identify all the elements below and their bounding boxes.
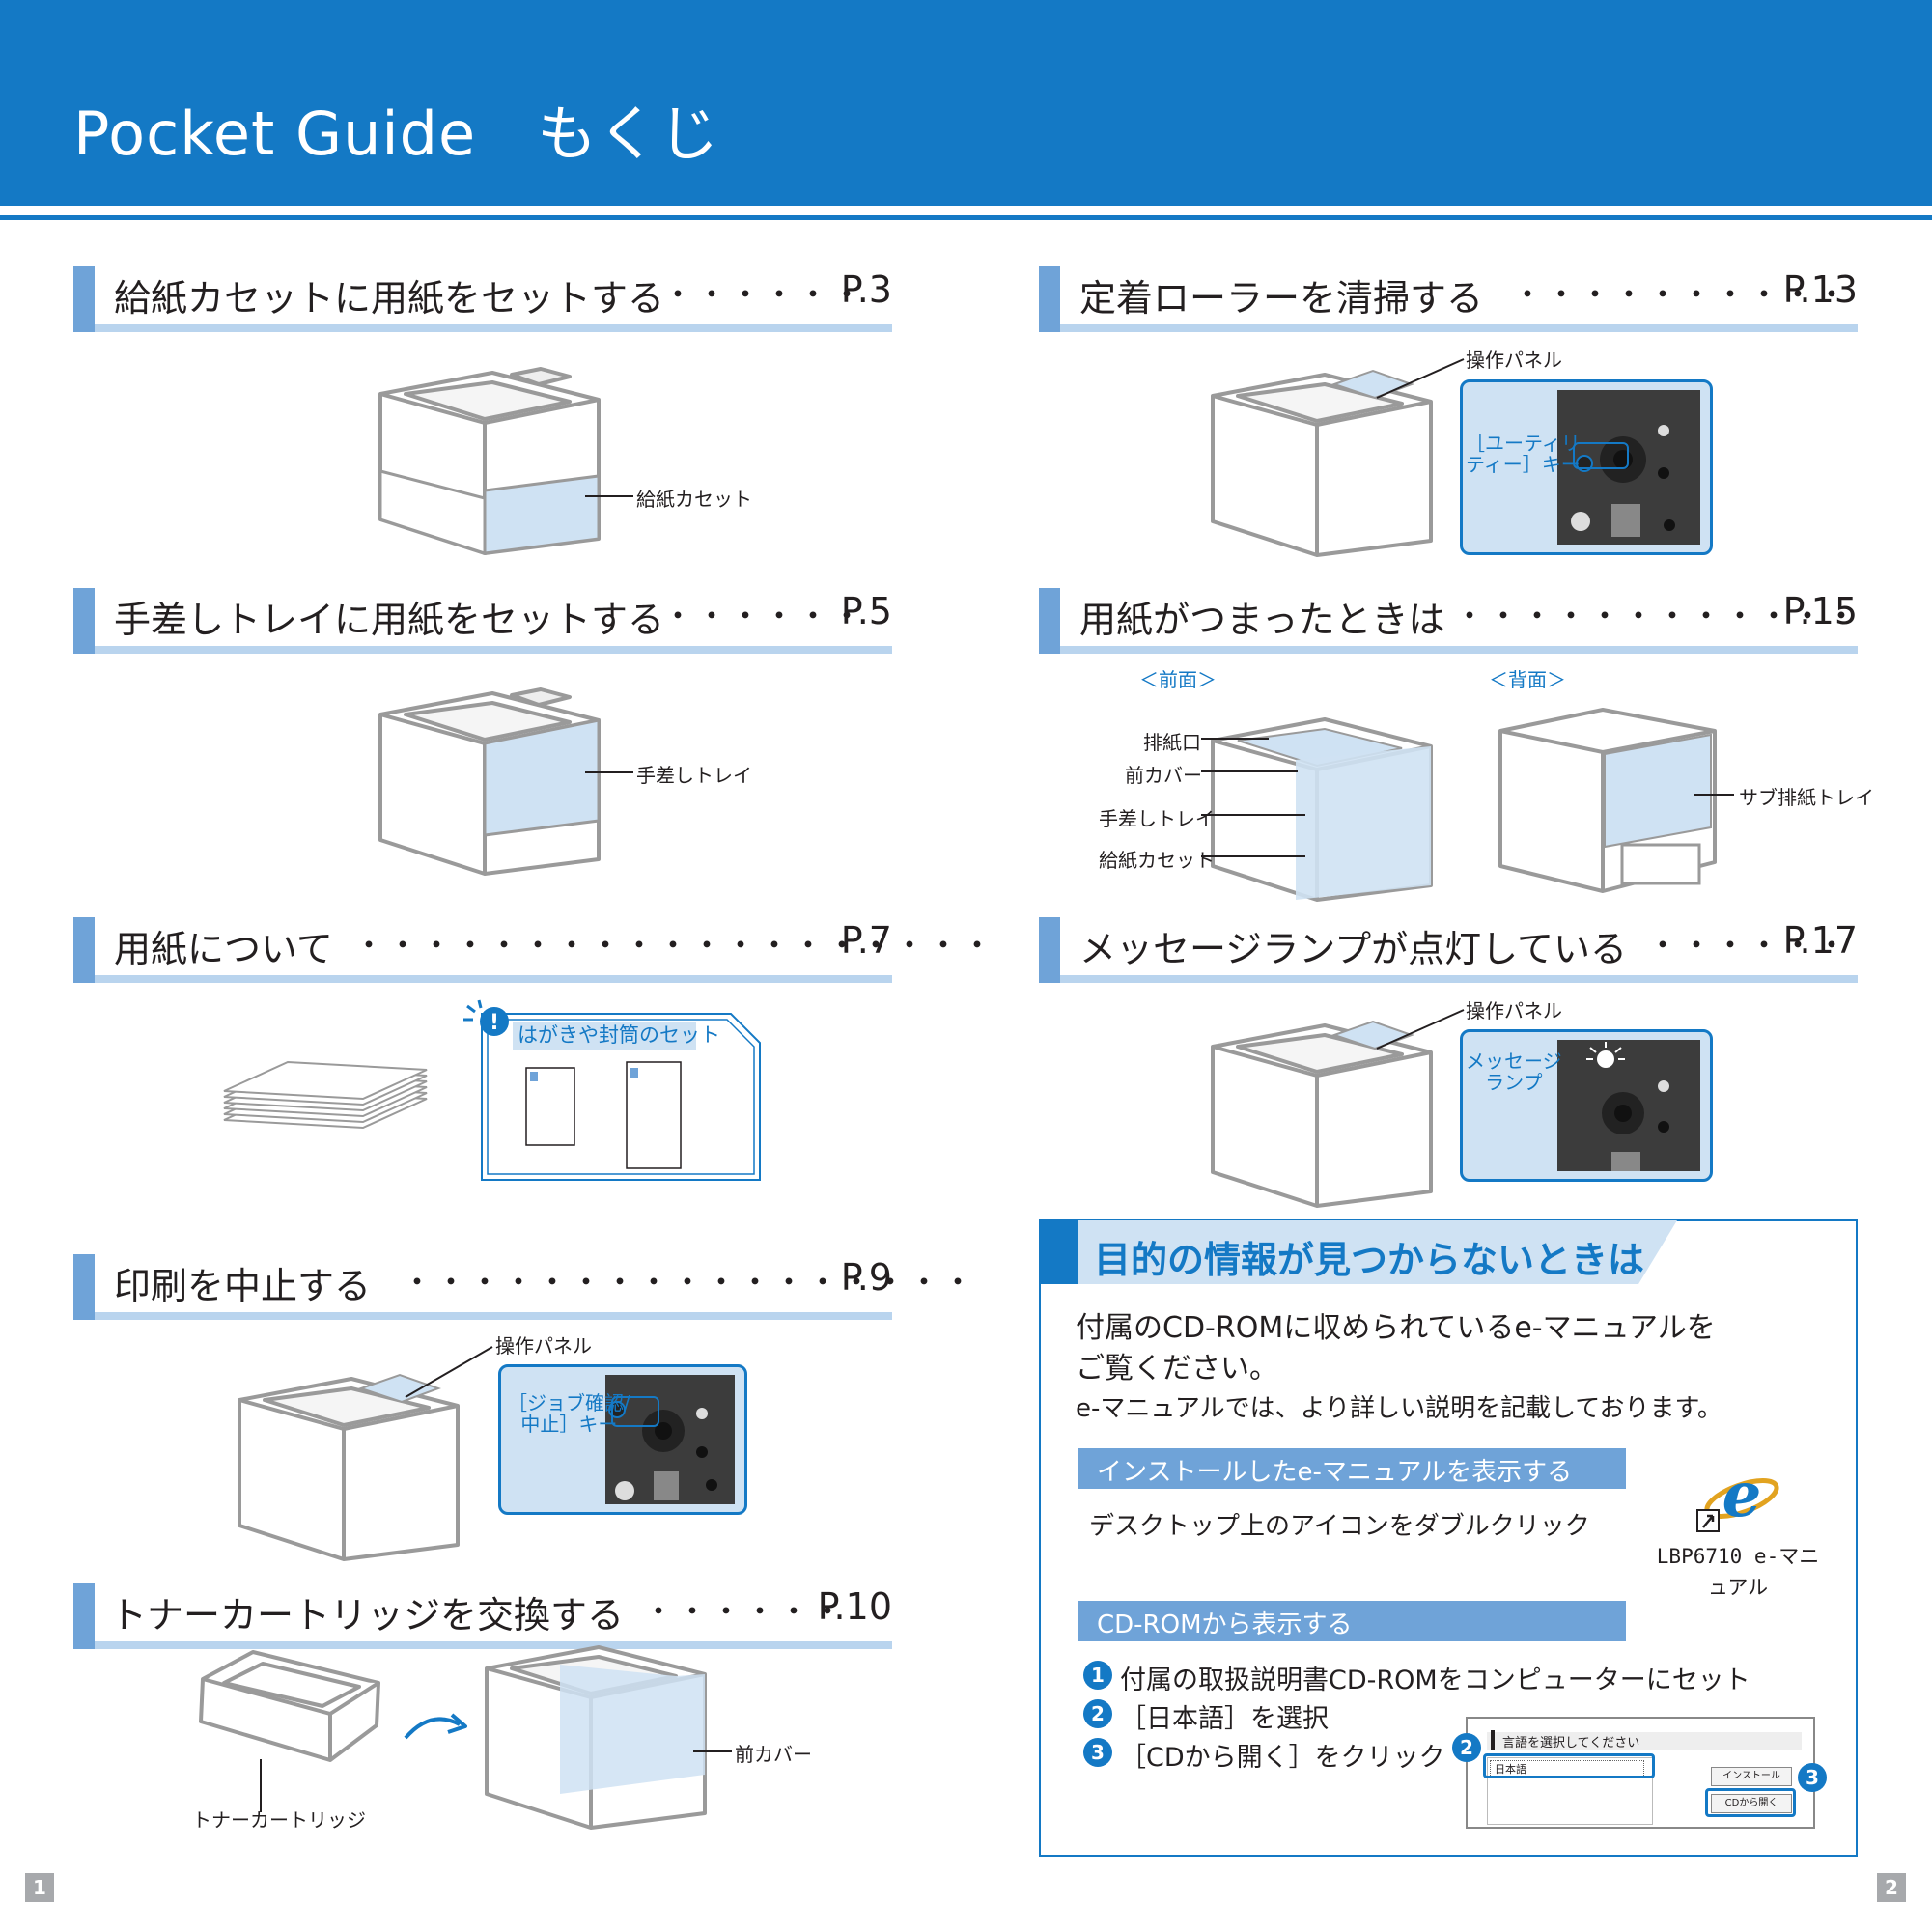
printer-illustration-fixing — [1211, 369, 1433, 557]
section-heading-message-lamp: メッセージランプが点灯している ・・・・・・ P.17 — [1039, 917, 1858, 983]
install-button[interactable]: インストール — [1711, 1767, 1792, 1786]
label-cassette-p15: 給紙カセット — [1099, 849, 1215, 872]
desktop-icon-instruction: デスクトップ上のアイコンをダブルクリック — [1089, 1512, 1590, 1541]
language-list[interactable]: 日本語 — [1487, 1757, 1653, 1825]
open-button-highlight — [1705, 1788, 1796, 1817]
toner-cartridge-illustration — [199, 1650, 380, 1762]
section-heading-cancel-print: 印刷を中止する ・・・・・・・・・・・・・・・・・ P.9 — [73, 1254, 973, 1320]
section-heading-paper-jam: 用紙がつまったときは ・・・・・・・・・・・・ P.15 — [1039, 588, 1858, 654]
control-panel-callout — [498, 1364, 747, 1515]
label-front-view: ＜前面＞ — [1139, 668, 1217, 691]
ie-desktop-icon[interactable]: e — [1695, 1456, 1780, 1537]
leader-line — [1201, 855, 1305, 857]
page-number-right: 2 — [1877, 1873, 1906, 1902]
svg-text:e: e — [1722, 1459, 1762, 1531]
header-banner: Pocket Guide もくじ — [0, 0, 1932, 206]
section-heading-paper-cassette: 給紙カセットに用紙をセットする ・・・・・・ P.3 — [73, 266, 892, 332]
page-number-left: 1 — [25, 1873, 54, 1902]
printer-illustration-cassette — [378, 367, 601, 556]
printer-illustration-toner — [485, 1645, 707, 1830]
label-control-panel-p13: 操作パネル — [1466, 349, 1562, 372]
arrow-icon — [404, 1713, 467, 1740]
label-control-panel: 操作パネル — [495, 1334, 592, 1358]
label-message-lamp: メッセージランプ — [1466, 1050, 1562, 1094]
label-sub-tray: サブ排紙トレイ — [1739, 786, 1874, 809]
control-panel-image — [1557, 1040, 1700, 1171]
sub-heading-installed: インストールしたe-マニュアルを表示する — [1078, 1448, 1626, 1489]
step-1-text: 付属の取扱説明書CD-ROMをコンピューターにセット — [1120, 1666, 1750, 1695]
sub-heading-cdrom: CD-ROMから表示する — [1078, 1601, 1626, 1641]
info-note: e-マニュアルでは、より詳しい説明を記載しております。 — [1076, 1394, 1722, 1423]
info-heading: 目的の情報が見つからないときは — [1094, 1239, 1645, 1281]
label-manual-tray: 手差しトレイ — [636, 764, 752, 787]
leader-line — [1201, 814, 1305, 816]
leader-line — [1201, 770, 1298, 772]
label-cassette: 給紙カセット — [636, 488, 752, 511]
step-3-text: ［CDから開く］をクリック — [1120, 1743, 1445, 1773]
control-panel-callout-p13 — [1460, 379, 1713, 555]
leader-line — [693, 1750, 732, 1752]
info-lead-2: ご覧ください。 — [1076, 1352, 1278, 1386]
leader-line — [260, 1759, 262, 1812]
label-back-view: ＜背面＞ — [1489, 668, 1566, 691]
paper-stack-illustration — [223, 1060, 428, 1130]
desktop-icon-label: LBP6710 e-マニュアル — [1656, 1545, 1820, 1599]
tip-title: はがきや封筒のセット — [518, 1023, 720, 1047]
leader-line — [1694, 794, 1734, 796]
step-2-text: ［日本語］を選択 — [1120, 1704, 1329, 1734]
step-3-badge: 3 — [1083, 1738, 1112, 1767]
exclamation-icon: ! — [463, 999, 509, 1036]
step-1-badge: 1 — [1083, 1661, 1112, 1690]
leader-line — [405, 1346, 493, 1398]
dialog-title: 言語を選択してください — [1502, 1736, 1640, 1750]
printer-illustration-message — [1211, 1020, 1433, 1208]
label-front-cover-p15: 前カバー — [1125, 764, 1202, 787]
info-lead-1: 付属のCD-ROMに収められているe-マニュアルを — [1076, 1311, 1716, 1345]
label-toner: トナーカートリッジ — [192, 1808, 366, 1832]
label-manual-tray-p15: 手差しトレイ — [1099, 807, 1215, 830]
leader-line — [585, 495, 633, 497]
section-heading-manual-tray: 手差しトレイに用紙をセットする ・・・・・・ P.5 — [73, 588, 892, 654]
open-from-cd-button[interactable]: CDから開く — [1711, 1794, 1792, 1813]
tip-box-postcard — [481, 1013, 761, 1181]
printer-illustration-manual-tray — [378, 687, 601, 876]
printer-illustration-cancel — [238, 1373, 460, 1561]
leader-line — [1201, 738, 1269, 740]
utility-key-highlight — [1573, 442, 1629, 469]
language-highlight — [1483, 1753, 1655, 1778]
dialog-step-2-badge: 2 — [1452, 1733, 1481, 1762]
printer-illustration-back — [1498, 708, 1717, 893]
printer-illustration-front — [1211, 717, 1433, 902]
control-panel-callout-p17 — [1460, 1029, 1713, 1182]
leader-line — [1376, 1009, 1465, 1050]
section-heading-paper: 用紙について ・・・・・・・・・・・・・・・・・・・ P.7 — [73, 917, 993, 983]
dialog-step-3-badge: 3 — [1798, 1763, 1827, 1792]
section-heading-fixing-roller: 定着ローラーを清掃する ・・・・・・・・・・ P.13 — [1039, 266, 1858, 332]
leader-line — [1376, 358, 1465, 399]
label-utility-key: ［ユーティリティー］キー — [1466, 432, 1581, 476]
language-dialog: 言語を選択してください 日本語 インストール CDから開く — [1466, 1717, 1815, 1829]
label-control-panel-p17: 操作パネル — [1466, 999, 1562, 1022]
label-output-slot: 排紙口 — [1143, 731, 1201, 754]
leader-line — [585, 771, 633, 773]
info-heading-bg — [1040, 1220, 1677, 1284]
step-2-badge: 2 — [1083, 1699, 1112, 1728]
header-rule — [0, 215, 1932, 220]
section-heading-toner: トナーカートリッジを交換する ・・・・・・ P.10 — [73, 1583, 892, 1649]
label-front-cover: 前カバー — [735, 1743, 812, 1766]
control-panel-image — [1557, 390, 1700, 545]
page-title: Pocket Guide もくじ — [73, 98, 720, 169]
svg-text:!: ! — [490, 1011, 499, 1035]
job-key-highlight — [611, 1396, 659, 1427]
label-job-key: ［ジョブ確認/中止］キー — [508, 1391, 630, 1436]
